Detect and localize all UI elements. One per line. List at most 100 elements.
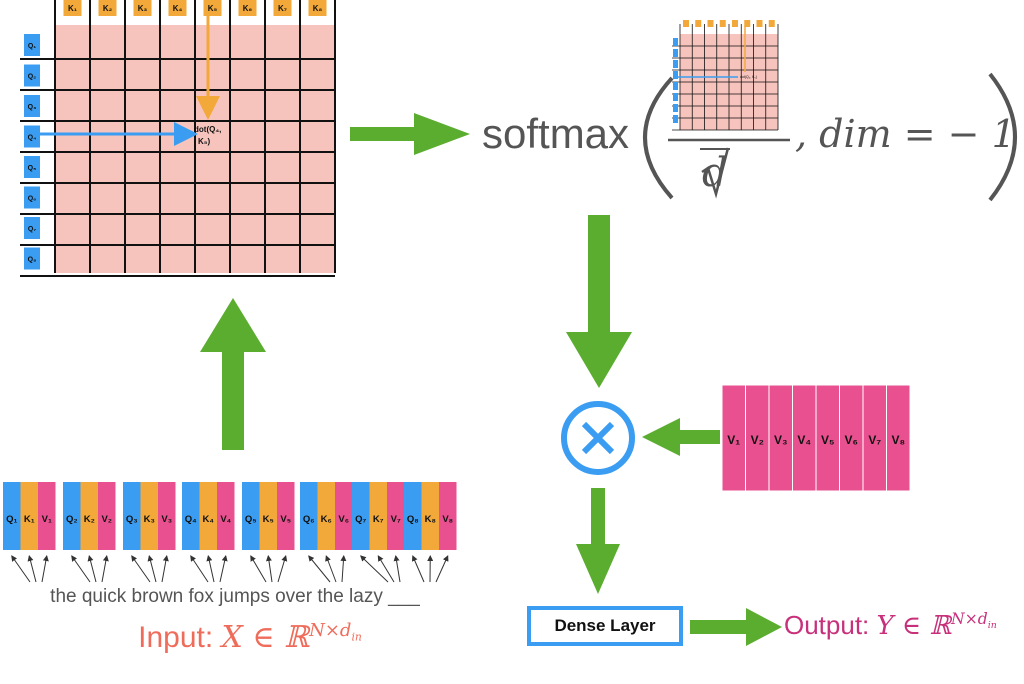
word-arrow [250, 555, 267, 583]
value-cell-label: V₄ [797, 433, 811, 447]
query-cell [24, 217, 40, 239]
query-cell [24, 64, 40, 87]
token-stripe-label: K₅ [263, 514, 274, 525]
token-stripe [199, 482, 217, 550]
softmax-dim-arg: , dim = − 1 [795, 112, 1016, 156]
word-arrow [377, 555, 395, 583]
output-label-prefix: Output: [784, 610, 877, 640]
value-cell-label: V₁ [727, 433, 740, 447]
word-arrow [277, 555, 288, 583]
mini-key-cell [695, 20, 702, 27]
word-arrow [131, 555, 151, 583]
arrow-dense-to-output [690, 608, 782, 646]
token-stripe [404, 482, 422, 550]
token-stripe-label: Q₄ [185, 514, 197, 525]
token-stripe [63, 482, 81, 550]
token-stripe-label: K₄ [203, 514, 215, 525]
key-cell [133, 0, 152, 16]
token-stripe [421, 482, 439, 550]
key-cell-label: K₆ [243, 4, 253, 13]
word-arrow [411, 555, 425, 583]
token-stripe-label: K₈ [425, 514, 436, 525]
input-label-prefix: Input: [138, 621, 222, 654]
query-cell-label: Q₈ [28, 257, 37, 264]
arrow-matrix-to-softmax [350, 113, 470, 155]
token-stripe [80, 482, 98, 550]
token-stripe [38, 482, 56, 550]
key-cell [63, 0, 82, 16]
value-cell-label: V₈ [891, 433, 905, 447]
query-cell-label: Q₅ [28, 165, 37, 172]
output-label-sup: N×d [951, 610, 988, 629]
word-arrow [27, 555, 37, 583]
key-cell [238, 0, 257, 16]
mini-key-row [683, 20, 775, 27]
mini-key-cell [768, 20, 775, 27]
token-stripe [158, 482, 176, 550]
input-label-sub: in [351, 630, 362, 644]
token-stripe-label: V₃ [161, 514, 172, 525]
token-stripe [98, 482, 116, 550]
value-cell-label: V₆ [845, 433, 858, 447]
key-cell-label: K₈ [313, 4, 323, 13]
word-arrow [101, 555, 109, 583]
token-stripe-label: K₆ [321, 514, 332, 525]
attention-matrix-grid [20, 0, 336, 277]
multiply-operator [561, 401, 635, 475]
word-arrow [161, 555, 169, 583]
token-stripe-label: K₃ [144, 514, 155, 525]
sqrt-d-symbol: d [700, 148, 730, 196]
mini-key-cell [732, 20, 738, 27]
token-stripe-label: V₂ [101, 514, 112, 525]
value-cell-label: V₇ [868, 433, 881, 447]
token-stripe-label: Q₇ [355, 514, 366, 525]
key-cell-label: K₃ [138, 4, 148, 13]
input-label-sup: N×d [309, 620, 352, 641]
token-stripe [300, 482, 318, 550]
mini-key-cell [744, 20, 751, 27]
token-stripe-label: Q₃ [126, 514, 138, 525]
key-cell [98, 0, 117, 16]
key-cell [273, 0, 292, 16]
word-arrow [393, 555, 401, 583]
word-arrow [325, 555, 337, 583]
word-arrow [435, 555, 449, 583]
token-stripe-label: Q₁ [6, 514, 17, 525]
token-stripe [277, 482, 295, 550]
query-cell [24, 125, 40, 148]
token-stripe-label: Q₈ [407, 514, 419, 525]
value-cell-label: V₅ [821, 433, 835, 447]
word-arrow [206, 555, 215, 583]
softmax-right-paren [988, 72, 1017, 202]
dot-product-label-line1: dot(Q₄, [194, 125, 221, 134]
mini-key-cell [719, 20, 726, 27]
multiply-x-b [581, 421, 615, 455]
mini-key-cell [756, 20, 763, 27]
mini-query-cell [673, 49, 678, 57]
input-label: Input: X ∈ ℝN×din [100, 620, 400, 655]
mini-matrix-grid [672, 24, 779, 131]
mini-key-cell [707, 20, 714, 27]
input-sentence: the quick brown fox jumps over the lazy … [50, 586, 420, 607]
token-stripe-label: Q₂ [66, 514, 78, 525]
token-stripe [387, 482, 405, 550]
softmax-label: softmax [482, 110, 630, 157]
word-arrow [360, 555, 389, 583]
token-stripe [317, 482, 335, 550]
key-cell-label: K₇ [278, 4, 287, 13]
mini-query-column [673, 38, 678, 123]
arrow-values-to-multiply [642, 418, 720, 456]
arrow-softmax-to-multiply [566, 215, 632, 388]
token-stripe-label: V₇ [391, 514, 401, 525]
word-to-token-arrows [11, 555, 449, 583]
mini-query-cell [673, 115, 678, 123]
mini-query-cell [673, 71, 678, 79]
word-arrow [71, 555, 91, 583]
token-stripe-label: V₄ [220, 514, 231, 525]
arrow-input-to-matrix [200, 298, 266, 450]
key-cell [308, 0, 327, 16]
query-cell-label: Q₇ [28, 226, 36, 233]
